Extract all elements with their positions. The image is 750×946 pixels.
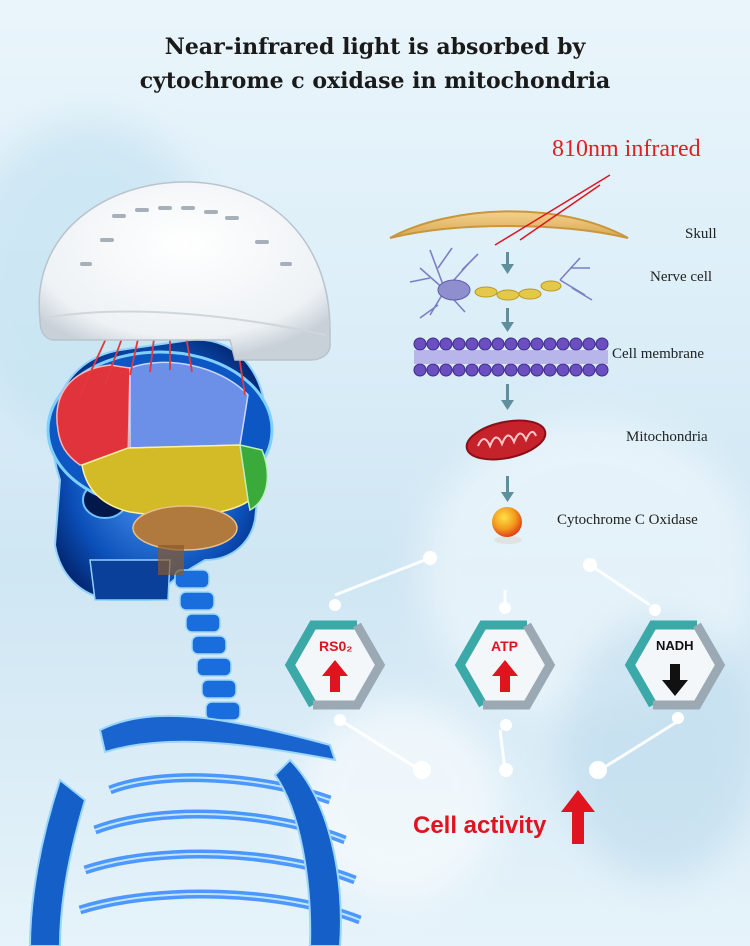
flow-arrows <box>501 252 514 502</box>
label-cell-membrane: Cell membrane <box>612 346 705 362</box>
infrared-label: 810nm infrared <box>552 136 701 162</box>
cell-activity-label: Cell activity <box>413 812 547 839</box>
hex-arrow-up-2 <box>492 660 518 692</box>
network-lines <box>334 556 681 772</box>
hex-label-atp: ATP <box>491 638 518 654</box>
title-line-2: cytochrome c oxidase in mitochondria <box>139 68 611 94</box>
nerve-cell <box>409 247 593 319</box>
title-line-1: Near-infrared light is absorbed by <box>164 34 586 60</box>
brain <box>46 350 274 575</box>
hex-label-rso2: RS0₂ <box>319 638 353 654</box>
infrared-rays <box>494 174 611 246</box>
network-nodes <box>329 551 684 779</box>
skull-layer <box>389 210 629 239</box>
cell-activity-arrow <box>561 790 595 844</box>
mitochondria-shape <box>465 419 547 461</box>
label-skull: Skull <box>685 226 717 242</box>
label-nerve-cell: Nerve cell <box>650 269 713 285</box>
membrane-core <box>414 350 608 364</box>
page-title: Near-infrared light is absorbed by cytoc… <box>0 30 750 98</box>
cytochrome-ball <box>492 507 522 544</box>
label-mitochondria: Mitochondria <box>626 429 708 445</box>
hexagon-frames <box>284 620 726 710</box>
hex-arrow-down <box>662 664 688 696</box>
hex-label-nadh: NADH <box>656 638 694 653</box>
label-cytochrome: Cytochrome C Oxidase <box>557 512 698 528</box>
axon <box>474 280 562 301</box>
hex-arrow-up-1 <box>322 660 348 692</box>
helmet <box>38 181 331 361</box>
nerve-soma <box>437 279 471 301</box>
